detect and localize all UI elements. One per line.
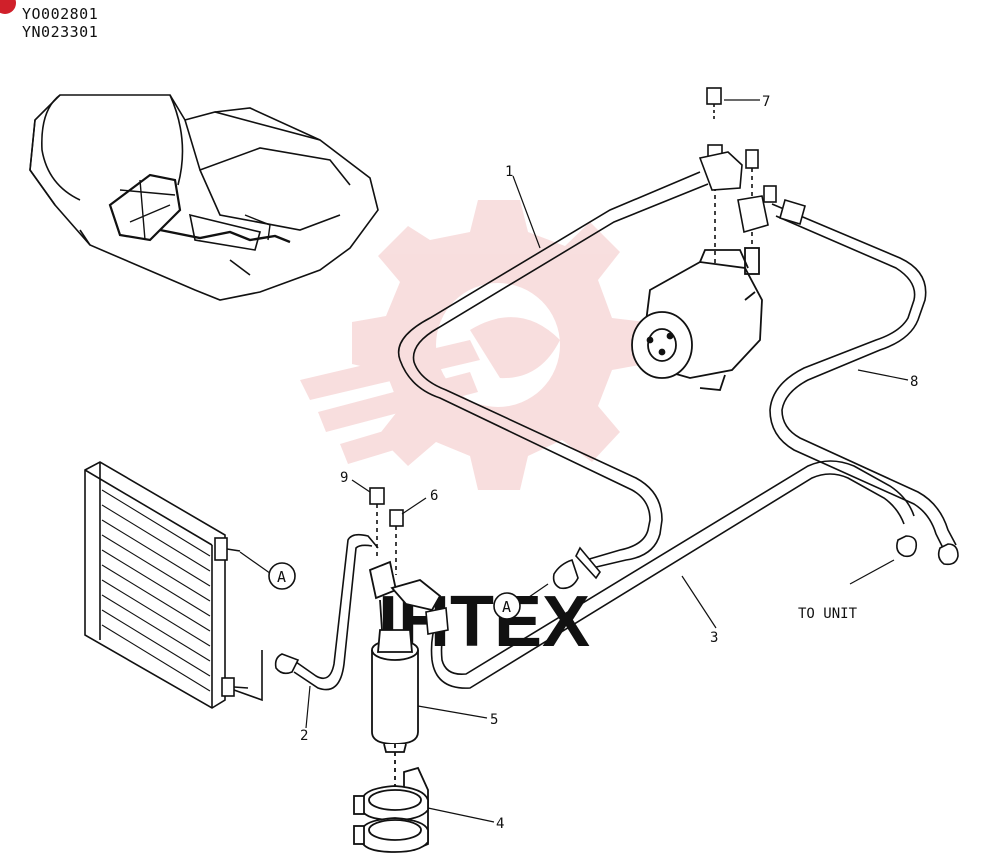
receiver-dryer <box>368 560 442 753</box>
reference-a-condenser: A <box>268 562 296 590</box>
label-8: 8 <box>910 374 918 390</box>
bolts-9-6 <box>369 487 404 575</box>
compressor-fittings <box>698 87 777 265</box>
drawing-code-1: YO002801 <box>22 5 99 23</box>
corner-mark <box>0 0 16 14</box>
hose-1 <box>397 171 709 590</box>
condenser <box>84 461 263 709</box>
label-4: 4 <box>496 816 504 832</box>
label-7: 7 <box>762 94 770 110</box>
reference-a-hose: A <box>493 592 521 620</box>
compressor <box>631 247 763 391</box>
hose-3 <box>425 460 918 689</box>
dryer-bracket <box>353 744 429 853</box>
watermark-logo <box>300 200 645 490</box>
label-1: 1 <box>505 164 513 180</box>
label-3: 3 <box>710 630 718 646</box>
reference-a-condenser-letter: A <box>277 568 286 586</box>
leader-lines <box>239 99 909 823</box>
label-6: 6 <box>430 488 438 504</box>
label-9: 9 <box>340 470 348 486</box>
machine-location-sketch <box>29 94 379 301</box>
label-2: 2 <box>300 728 308 744</box>
reference-a-hose-letter: A <box>502 598 511 616</box>
label-to-unit: TO UNIT <box>798 606 858 622</box>
hose-8 <box>769 198 959 566</box>
tube-2 <box>274 533 379 691</box>
drawing-code-2: YN023301 <box>22 23 99 41</box>
label-5: 5 <box>490 712 498 728</box>
